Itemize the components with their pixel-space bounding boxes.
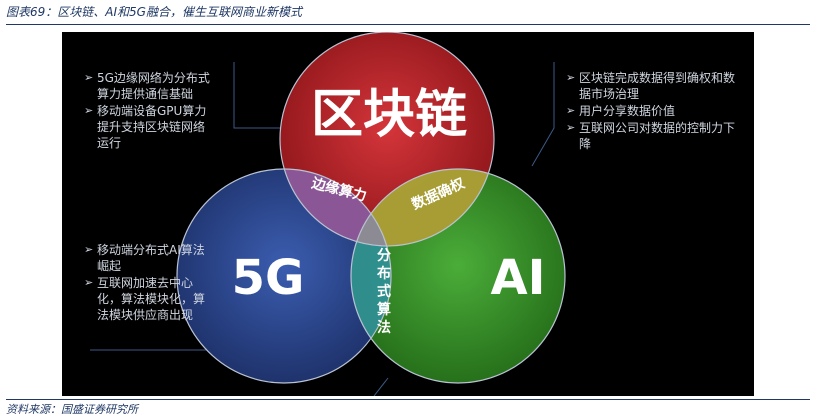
bullet-arrow-icon: ➢	[566, 121, 576, 134]
diagram-panel: 区块链 5G AI 边缘算力 数据确权 分 布 式 算 法 ➢5G边缘网络为分布…	[62, 32, 754, 396]
connector-bottom	[373, 377, 389, 396]
note-item: ➢区块链完成数据得到确权和数据市场治理	[566, 70, 746, 102]
overlap-blockchain-ai-region	[351, 169, 494, 246]
overlap-blockchain-5g-region	[280, 169, 391, 246]
figure-caption: 图表69：区块链、AI和5G融合，催生互联网商业新模式	[6, 5, 302, 19]
note-text: 移动端设备GPU算力提升支持区块链网络运行	[97, 104, 207, 150]
source-rule	[6, 399, 810, 400]
label-distributed-algorithm-char: 分	[377, 248, 391, 264]
bullet-arrow-icon: ➢	[566, 104, 576, 117]
label-ai: AI	[490, 250, 545, 306]
bullet-arrow-icon: ➢	[84, 71, 94, 84]
note-item: ➢移动端分布式AI算法崛起	[84, 242, 216, 274]
label-distributed-algorithm-char: 法	[377, 319, 391, 336]
note-item: ➢5G边缘网络为分布式算力提供通信基础	[84, 70, 216, 102]
note-item: ➢用户分享数据价值	[566, 103, 746, 119]
bullet-arrow-icon: ➢	[84, 243, 94, 256]
bullet-arrow-icon: ➢	[566, 71, 576, 84]
source-note: 资料来源：国盛证券研究所	[6, 403, 138, 416]
label-blockchain: 区块链	[311, 85, 467, 145]
note-item: ➢互联网加速去中心化，算法模块化，算法模块供应商出现	[84, 275, 216, 323]
note-item: ➢互联网公司对数据的控制力下降	[566, 120, 746, 152]
label-distributed-algorithm-char: 式	[377, 283, 391, 300]
venn-diagram: 区块链 5G AI 边缘算力 数据确权 分 布 式 算 法	[90, 32, 566, 396]
bullet-arrow-icon: ➢	[84, 276, 94, 289]
note-text: 用户分享数据价值	[579, 104, 676, 118]
label-distributed-algorithm-char: 算	[377, 301, 391, 318]
notes-top-left: ➢5G边缘网络为分布式算力提供通信基础 ➢移动端设备GPU算力提升支持区块链网络…	[84, 70, 216, 151]
bullet-arrow-icon: ➢	[84, 104, 94, 117]
notes-right: ➢区块链完成数据得到确权和数据市场治理 ➢用户分享数据价值 ➢互联网公司对数据的…	[566, 70, 746, 152]
note-text: 区块链完成数据得到确权和数据市场治理	[579, 71, 736, 101]
caption-rule	[6, 24, 810, 25]
note-text: 移动端分布式AI算法崛起	[97, 243, 205, 273]
label-5g: 5G	[232, 250, 305, 306]
note-item: ➢移动端设备GPU算力提升支持区块链网络运行	[84, 103, 216, 151]
notes-bottom-left: ➢移动端分布式AI算法崛起 ➢互联网加速去中心化，算法模块化，算法模块供应商出现	[84, 242, 216, 323]
label-distributed-algorithm-char: 布	[377, 265, 391, 282]
note-text: 互联网公司对数据的控制力下降	[579, 121, 736, 151]
label-distributed-algorithm: 分 布 式 算 法	[377, 248, 391, 336]
circle-outlines	[176, 32, 566, 384]
connector-right	[531, 62, 555, 167]
note-text: 互联网加速去中心化，算法模块化，算法模块供应商出现	[97, 276, 206, 322]
note-text: 5G边缘网络为分布式算力提供通信基础	[97, 71, 210, 101]
